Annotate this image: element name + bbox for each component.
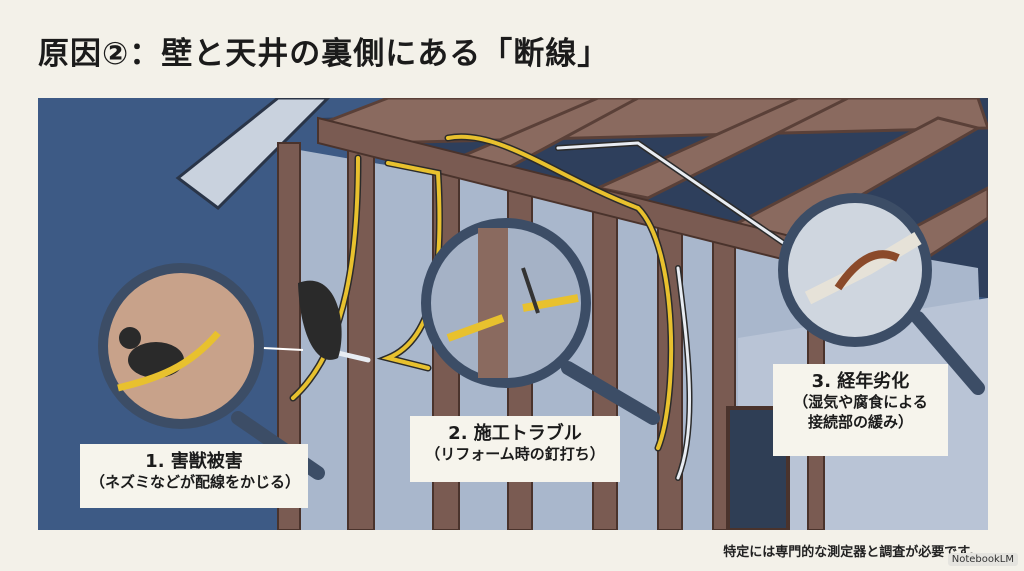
callout-detail: （リフォーム時の釘打ち） bbox=[425, 445, 605, 464]
callout-rodent-damage: 1. 害獣被害 （ネズミなどが配線をかじる） bbox=[80, 444, 308, 508]
callout-detail: （湿気や腐食による bbox=[793, 393, 928, 412]
callout-detail-2: 接続部の緩み） bbox=[807, 412, 913, 431]
wall-ceiling-illustration: 1. 害獣被害 （ネズミなどが配線をかじる） 2. 施工トラブル （リフォーム時… bbox=[38, 96, 991, 532]
callout-heading: 1. 害獣被害 bbox=[145, 451, 243, 472]
callout-construction-trouble: 2. 施工トラブル （リフォーム時の釘打ち） bbox=[410, 416, 620, 482]
callout-heading: 2. 施工トラブル bbox=[448, 423, 582, 444]
slide-title: 原因②：壁と天井の裏側にある「断線」 bbox=[38, 36, 610, 72]
notebooklm-watermark: NotebookLM bbox=[947, 553, 1018, 566]
callout-heading: 3. 経年劣化 bbox=[811, 371, 910, 392]
callout-aging-deterioration: 3. 経年劣化 （湿気や腐食による 接続部の緩み） bbox=[773, 364, 948, 456]
footer-note: 特定には専門的な測定器と調査が必要です。 bbox=[723, 545, 982, 560]
callout-detail: （ネズミなどが配線をかじる） bbox=[90, 473, 301, 492]
